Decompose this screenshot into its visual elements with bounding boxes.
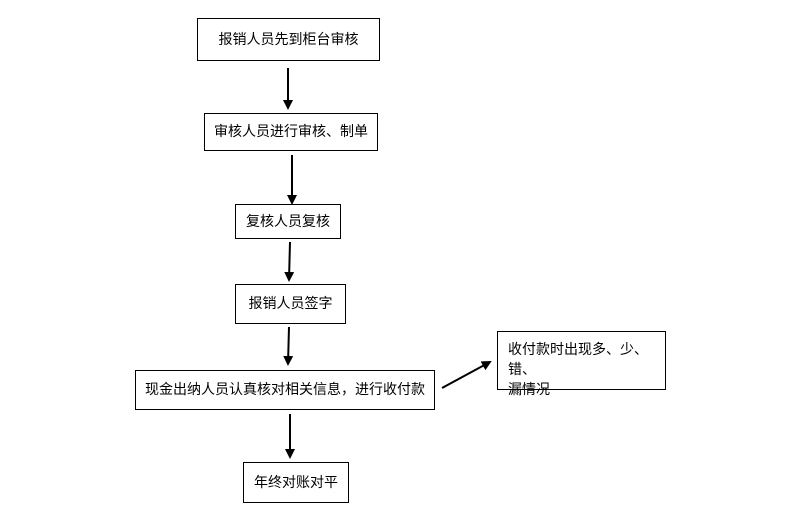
step-6-box: 年终对账对平 — [243, 462, 349, 503]
arrow-step5-to-side-note — [441, 361, 492, 389]
side-note-line-1: 收付款时出现多、少、错、 — [508, 342, 648, 378]
arrow-step3-to-step4 — [284, 241, 295, 282]
side-note-line-2: 漏情况 — [508, 382, 550, 398]
step-4-box: 报销人员签字 — [235, 284, 346, 324]
step-1-label: 报销人员先到柜台审核 — [218, 31, 359, 48]
step-2-label: 审核人员进行审核、制单 — [214, 124, 368, 140]
step-1-box: 报销人员先到柜台审核 — [197, 18, 380, 61]
step-5-label: 现金出纳人员认真核对相关信息，进行收付款 — [145, 382, 425, 398]
step-5-box: 现金出纳人员认真核对相关信息，进行收付款 — [135, 370, 435, 410]
step-2-box: 审核人员进行审核、制单 — [204, 113, 378, 151]
step-3-label: 复核人员复核 — [246, 213, 330, 230]
arrow-step4-to-step5 — [283, 326, 294, 366]
step-3-box: 复核人员复核 — [235, 204, 341, 239]
step-4-label: 报销人员签字 — [248, 296, 333, 312]
side-note-box: 收付款时出现多、少、错、 漏情况 — [497, 331, 666, 398]
step-6-label: 年终对账对平 — [254, 474, 338, 491]
